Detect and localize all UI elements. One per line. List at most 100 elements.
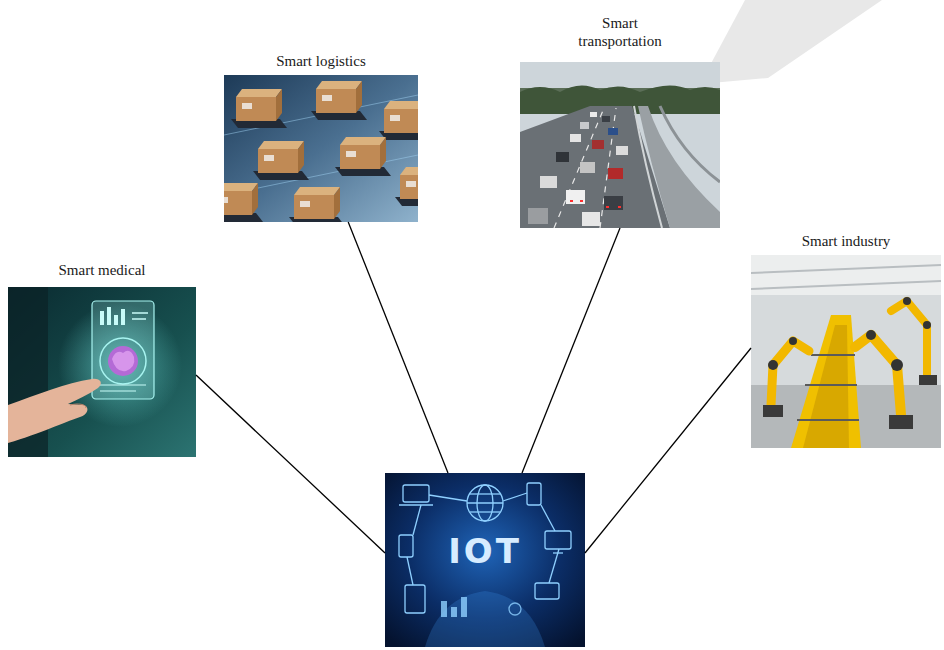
picture-path bbox=[70, 404, 86, 408]
picture-line bbox=[100, 390, 136, 391]
picture-rect bbox=[751, 255, 941, 448]
picture-rect bbox=[590, 112, 597, 117]
picture-rect bbox=[114, 315, 118, 325]
picture-circle bbox=[789, 337, 797, 345]
picture-path bbox=[634, 106, 662, 228]
picture-rect bbox=[592, 140, 604, 149]
picture-rect bbox=[528, 208, 548, 224]
picture-path bbox=[660, 106, 720, 182]
picture-polygon bbox=[803, 325, 849, 448]
picture-rect bbox=[604, 196, 623, 210]
picture-rect bbox=[582, 212, 600, 226]
picture-polyline bbox=[855, 335, 901, 415]
picture-line bbox=[541, 505, 555, 531]
image-node: IOT bbox=[385, 473, 585, 647]
picture-rect bbox=[527, 483, 541, 505]
picture-rect bbox=[441, 601, 447, 617]
picture-circle bbox=[467, 485, 503, 521]
picture-use bbox=[289, 187, 345, 222]
image-node: Smart logistics bbox=[224, 52, 418, 222]
picture-rect bbox=[751, 255, 941, 295]
transportation-picture bbox=[520, 62, 720, 228]
picture-circle bbox=[509, 603, 521, 615]
picture-line bbox=[554, 108, 604, 228]
picture-rect bbox=[405, 585, 425, 613]
picture-path bbox=[425, 591, 545, 647]
industry-picture bbox=[751, 255, 941, 448]
picture-rect bbox=[535, 583, 559, 599]
picture-rect bbox=[92, 301, 154, 399]
picture-rect bbox=[602, 116, 610, 122]
picture-rect bbox=[618, 206, 621, 208]
picture-use bbox=[379, 101, 418, 140]
picture-rect bbox=[121, 309, 125, 325]
picture-line bbox=[470, 493, 500, 494]
picture-use bbox=[224, 183, 263, 222]
picture-line bbox=[797, 419, 859, 421]
picture-line bbox=[751, 265, 941, 273]
picture-rect bbox=[107, 307, 111, 325]
connector-line bbox=[522, 228, 620, 473]
image-node: Smart industry bbox=[751, 232, 941, 448]
picture-path bbox=[638, 106, 720, 228]
picture-line bbox=[132, 312, 148, 314]
picture-circle bbox=[768, 360, 778, 370]
medical-picture bbox=[8, 287, 196, 457]
picture-line bbox=[429, 495, 467, 501]
picture-rect bbox=[451, 607, 457, 617]
picture-path bbox=[8, 379, 101, 443]
picture-rect bbox=[545, 531, 571, 549]
picture-rect bbox=[520, 62, 720, 228]
picture-rect bbox=[100, 311, 104, 325]
picture-g bbox=[528, 112, 628, 226]
picture-path bbox=[112, 351, 134, 372]
picture-line bbox=[132, 318, 146, 320]
picture-use bbox=[311, 81, 367, 120]
node-label: Smart transportation bbox=[564, 14, 676, 50]
picture-text: IOT bbox=[385, 531, 585, 571]
picture-line bbox=[751, 281, 941, 289]
picture-use bbox=[231, 89, 287, 128]
picture-rect bbox=[608, 168, 623, 179]
picture-polyline bbox=[771, 341, 809, 405]
picture-rect bbox=[763, 405, 783, 417]
picture-rect bbox=[461, 597, 467, 617]
picture-circle bbox=[903, 297, 911, 305]
picture-rect bbox=[385, 473, 585, 647]
picture-rect bbox=[608, 128, 618, 135]
picture-rect bbox=[570, 200, 573, 202]
picture-rect bbox=[919, 375, 937, 385]
picture-line bbox=[100, 384, 146, 385]
picture-rect bbox=[540, 176, 557, 188]
picture-rect bbox=[616, 146, 628, 155]
node-label: Smart logistics bbox=[224, 52, 418, 70]
picture-line bbox=[805, 384, 857, 386]
picture-rect bbox=[556, 152, 569, 162]
picture-rect bbox=[889, 415, 913, 429]
picture-line bbox=[503, 493, 527, 501]
connector-line bbox=[348, 222, 448, 473]
picture-line bbox=[811, 354, 855, 356]
picture-circle bbox=[891, 359, 903, 371]
picture-use bbox=[395, 167, 418, 206]
picture-line bbox=[470, 511, 500, 512]
picture-circle bbox=[866, 330, 876, 340]
node-label: Smart industry bbox=[751, 232, 941, 250]
picture-rect bbox=[403, 485, 429, 502]
picture-circle bbox=[923, 321, 931, 329]
picture-polyline bbox=[891, 301, 927, 375]
picture-line bbox=[407, 557, 413, 585]
picture-rect bbox=[580, 122, 589, 129]
picture-use bbox=[253, 141, 309, 180]
logistics-picture bbox=[224, 75, 418, 222]
picture-rect bbox=[566, 190, 585, 204]
picture-rect bbox=[399, 535, 413, 557]
picture-rect bbox=[580, 162, 595, 173]
picture-rect bbox=[8, 287, 196, 457]
picture-line bbox=[399, 504, 433, 505]
picture-line bbox=[549, 549, 559, 583]
picture-rect bbox=[580, 200, 583, 202]
picture-circle bbox=[100, 338, 146, 384]
image-node: Smart transportation bbox=[520, 14, 720, 228]
